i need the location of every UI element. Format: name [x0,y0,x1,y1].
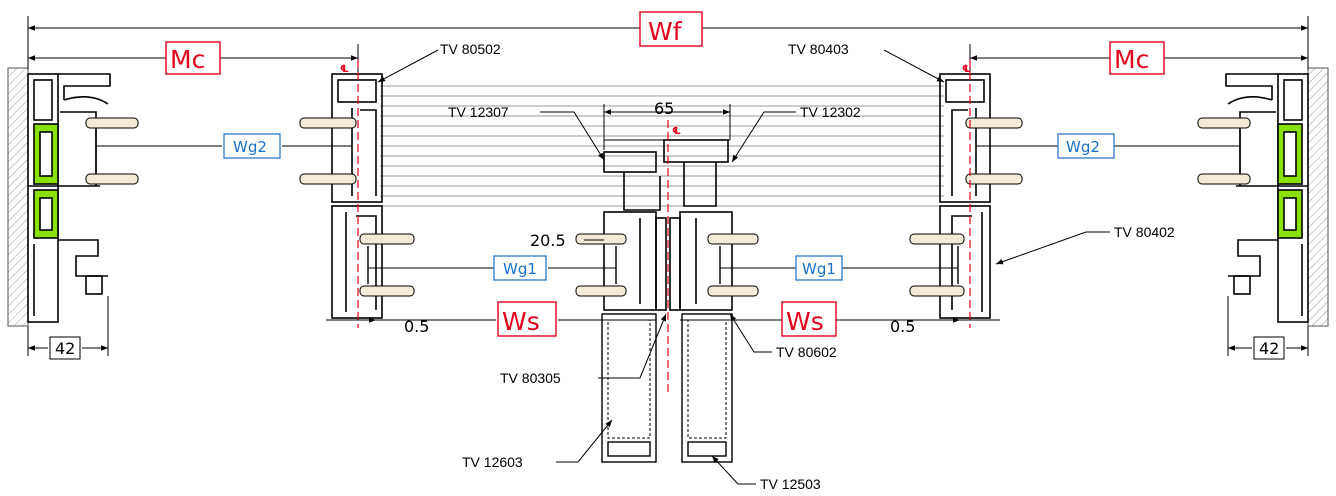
left-mullion-glass [299,117,415,297]
center-sash-left [603,211,667,311]
frame-depth-tag-left-box [49,336,81,360]
center-sash-glass [575,233,759,297]
sash-glass-tag-left: Wg1 [503,260,537,278]
overlap-right-value: 0.5 [890,317,915,336]
frame-depth-tag-right-box [1253,336,1285,360]
center-interlock-top [603,139,730,211]
mullion-center-tag-right: Mc [1114,45,1149,74]
interlock-width-dimension [603,104,731,150]
left-wall-hatch [7,67,29,327]
left-outer-glass [85,117,139,185]
sash-glass-tag-right-box [795,255,843,281]
profile-label-12302: TV 12302 [800,104,861,120]
profile-label-12603: TV 12603 [462,454,523,470]
overall-width-tag: Wf [648,17,683,46]
right-wall-hatch [1307,67,1329,327]
profile-label-80402: TV 80402 [1114,224,1175,240]
profile-label-80403: TV 80403 [788,41,849,57]
lower-tube-profiles [601,313,733,463]
sash-glass-tag-left-box [493,255,547,281]
mullion-center-tag-left: Mc [170,45,205,74]
center-sash-right [669,211,733,311]
right-mullion-profile [939,73,991,319]
centerlines [357,60,971,392]
outer-glass-tag-right: Wg2 [1066,138,1100,156]
profile-label-12503: TV 12503 [760,476,821,492]
frame-depth-dimension-left [27,296,109,356]
profile-label-80305: TV 80305 [500,370,561,386]
sash-glass-tag-right: Wg1 [802,260,836,278]
sash-width-tag-left: Ws [502,307,540,336]
sash-width-tag-left-box [497,301,557,337]
overlap-left-value: 0.5 [404,317,429,336]
interlock-width-value: 65 [654,99,674,118]
profile-label-80502: TV 80502 [440,41,501,57]
left-outer-frame-profile [27,73,111,323]
interlock-offset-value: 20.5 [530,231,566,250]
left-mullion-profile [331,73,383,319]
profile-label-80602: TV 80602 [776,344,837,360]
right-mullion-glass [909,117,1023,297]
profile-leaders [377,49,1110,485]
centerline-symbol-left: ℄ [340,64,349,75]
frame-depth-tag-right: 42 [1259,339,1279,358]
sash-width-tag-right: Ws [786,307,824,336]
frame-depth-dimension-right [1227,296,1309,356]
centerline-symbol-right: ℄ [962,64,971,75]
outer-glass-tag-right-box [1057,133,1115,159]
mullion-center-tag-right-box [1109,41,1165,75]
outer-glass-tag-left: Wg2 [233,138,267,156]
right-outer-glass [1197,117,1251,185]
profile-label-12307: TV 12307 [448,104,509,120]
overall-width-tag-box [639,11,703,47]
outer-glass-tag-left-box [223,133,281,159]
sash-width-tag-right-box [781,301,837,337]
mullion-center-tag-left-box [165,41,221,75]
right-outer-frame-profile [1225,73,1309,323]
insulated-glass-hatching [380,85,944,207]
centerline-symbol-center: ℄ [672,126,681,137]
frame-depth-tag-left: 42 [55,339,75,358]
